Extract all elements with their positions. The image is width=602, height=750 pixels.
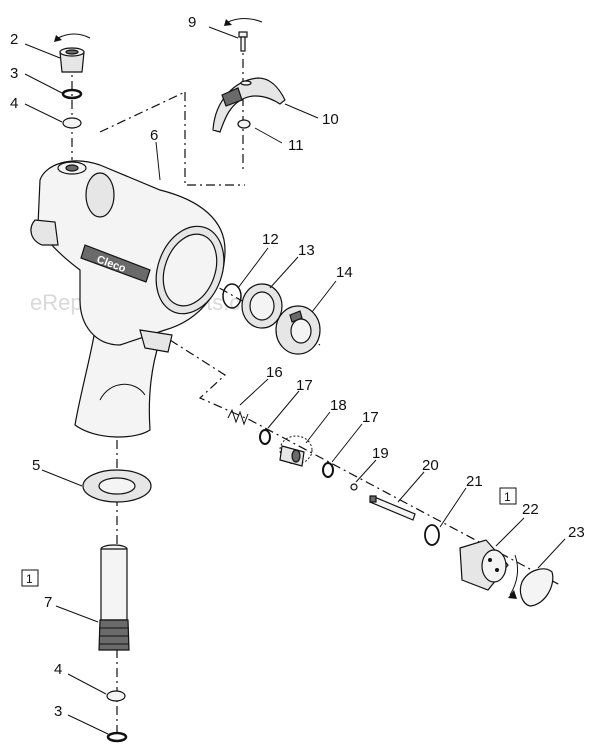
part-20-valve-stem xyxy=(369,495,416,521)
callout-20: 20 xyxy=(422,457,439,474)
callout-13: 13 xyxy=(298,242,315,259)
rotation-arrow-icon-2 xyxy=(227,18,263,23)
callout-4-top: 4 xyxy=(10,95,18,112)
part-10-trigger-lever xyxy=(212,77,286,133)
part-5-seal xyxy=(82,469,152,503)
part-18-valve xyxy=(279,435,313,467)
svg-text:1: 1 xyxy=(26,572,33,586)
callout-7: 7 xyxy=(44,594,52,611)
part-21-o-ring xyxy=(424,524,440,546)
callout-17-b: 17 xyxy=(362,409,379,426)
part-17-o-ring-a xyxy=(259,429,271,445)
callout-23: 23 xyxy=(568,524,585,541)
leader-lines xyxy=(24,26,566,735)
callout-18: 18 xyxy=(330,397,347,414)
callout-22: 22 xyxy=(522,501,539,518)
callout-6: 6 xyxy=(150,127,158,144)
part-9-screw xyxy=(224,18,263,52)
callout-3-top: 3 xyxy=(10,65,18,82)
callout-12: 12 xyxy=(262,231,279,248)
part-6-housing: Cleco xyxy=(30,160,226,438)
part-13-plate xyxy=(241,283,283,329)
part-12-o-ring xyxy=(222,283,242,309)
callout-10: 10 xyxy=(322,111,339,128)
callout-2: 2 xyxy=(10,31,18,48)
part-19-ball xyxy=(350,483,358,491)
note-box-left: 1 xyxy=(21,569,39,587)
part-23-cap xyxy=(519,568,554,607)
part-7-inlet-bushing xyxy=(98,544,130,651)
part-14-collar xyxy=(275,305,321,355)
part-4-washer xyxy=(62,117,82,129)
callout-17-a: 17 xyxy=(296,377,313,394)
part-22-regulator xyxy=(459,539,519,599)
callout-19: 19 xyxy=(372,445,389,462)
part-3-snap-ring-lower xyxy=(106,731,128,743)
centerline-top-bracket xyxy=(184,92,245,186)
callout-16: 16 xyxy=(266,364,283,381)
part-17-o-ring-b xyxy=(322,462,334,478)
callout-11: 11 xyxy=(288,137,304,154)
callout-3-bottom: 3 xyxy=(54,703,62,720)
callout-5: 5 xyxy=(32,457,40,474)
callout-14: 14 xyxy=(336,264,353,281)
svg-text:1: 1 xyxy=(504,490,511,504)
part-11-washer xyxy=(237,119,251,129)
callout-labels: 2 3 4 6 9 10 11 12 13 14 16 17 18 17 19 … xyxy=(10,14,585,720)
callout-21: 21 xyxy=(466,473,483,490)
callout-4-bottom: 4 xyxy=(54,661,62,678)
part-2-nut xyxy=(54,33,91,73)
part-16-spring xyxy=(227,408,249,426)
part-4-washer-lower xyxy=(106,690,126,702)
rotation-arrow-icon-3 xyxy=(509,554,519,596)
note-box-right: 1 xyxy=(499,487,517,505)
callout-9: 9 xyxy=(188,14,196,31)
rotation-arrow-icon xyxy=(57,33,91,39)
